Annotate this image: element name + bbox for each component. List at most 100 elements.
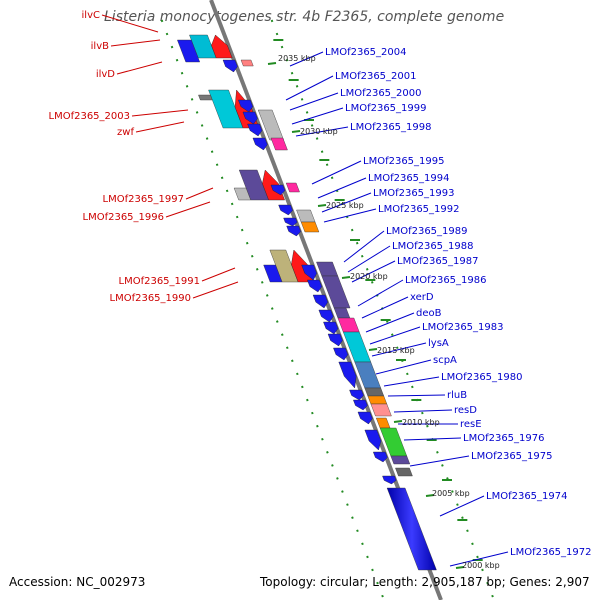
reverse-gene (318, 309, 334, 323)
right-label-leader (449, 551, 509, 567)
right-label-leader (323, 208, 377, 223)
right-gene-label: xerD (410, 292, 434, 303)
reverse-gene (386, 487, 437, 571)
reverse-gene (375, 417, 391, 429)
right-label-leader (291, 107, 344, 125)
right-gene-label: LMOf2365_1987 (397, 256, 479, 267)
reverse-gene (338, 361, 357, 389)
tick-marks (160, 19, 495, 600)
forward-gene (177, 39, 201, 63)
left-gene-label: ilvC (82, 10, 100, 21)
right-label-leader (387, 394, 446, 397)
reverse-gene (242, 111, 258, 125)
left-label-leader (135, 121, 185, 133)
reverse-gene (278, 204, 293, 216)
topology-label: Topology: circular; Length: 2,905,187 bp… (260, 575, 590, 589)
right-label-leader (317, 177, 367, 199)
reverse-gene (300, 221, 320, 233)
left-gene-label: zwf (117, 127, 134, 138)
right-label-leader (321, 192, 372, 213)
right-label-leader (285, 75, 334, 101)
reverse-gene (364, 387, 385, 397)
scale-tick (368, 348, 378, 351)
gene-labels: ilvCilvBilvDLMOf2365_2003zwfLMOf2365_199… (49, 10, 592, 558)
right-label-leader (343, 230, 385, 263)
right-gene-label: LMOf2365_1995 (363, 156, 445, 167)
reverse-gene (307, 279, 323, 293)
reverse-gene (222, 59, 238, 73)
left-gene-label: LMOf2365_2003 (49, 111, 131, 122)
right-label-leader (403, 437, 462, 441)
reverse-gene (247, 123, 263, 137)
right-gene-label: LMOf2365_1993 (373, 188, 455, 199)
right-label-leader (361, 296, 409, 319)
right-gene-label: deoB (416, 308, 442, 319)
left-label-leader (110, 39, 161, 47)
scale-tick (291, 130, 301, 133)
reverse-gene (283, 217, 298, 227)
scale-label: 2005 kbp (432, 489, 470, 498)
right-label-leader (295, 126, 349, 137)
right-gene-label: LMOf2365_1986 (405, 275, 487, 286)
right-gene-label: LMOf2365_2001 (335, 71, 417, 82)
right-label-leader (311, 160, 362, 185)
left-label-leader (131, 109, 189, 117)
right-label-leader (371, 342, 427, 357)
right-label-leader (393, 409, 453, 413)
scale-label: 2000 kbp (462, 561, 500, 570)
right-label-leader (357, 279, 404, 307)
reverse-gene (372, 451, 388, 463)
scale-tick (341, 276, 351, 279)
left-gene-label: ilvB (91, 41, 109, 52)
reverse-gene (333, 307, 351, 319)
right-gene-label: resD (454, 405, 477, 416)
right-label-leader (365, 312, 415, 333)
left-gene-label: LMOf2365_1997 (103, 194, 185, 205)
scale-tick (317, 204, 327, 207)
scale-label: 2030 kbp (300, 127, 338, 136)
forward-gene (211, 34, 233, 59)
right-gene-label: lysA (428, 338, 449, 349)
left-gene-label: LMOf2365_1991 (119, 276, 201, 287)
left-label-leader (185, 187, 214, 200)
reverse-gene (286, 225, 301, 237)
right-gene-label: resE (460, 419, 482, 430)
scale-tick (267, 62, 277, 65)
left-gene-label: LMOf2365_1996 (83, 212, 165, 223)
right-label-leader (383, 376, 440, 387)
right-label-leader (375, 359, 432, 375)
right-gene-label: LMOf2365_1989 (386, 226, 468, 237)
right-gene-label: LMOf2365_1976 (463, 433, 545, 444)
reverse-gene (364, 429, 382, 451)
right-gene-label: LMOf2365_1994 (368, 173, 450, 184)
right-label-leader (347, 245, 391, 273)
scale-tick (455, 566, 465, 569)
reverse-gene (301, 264, 317, 281)
reverse-gene (238, 99, 254, 113)
right-gene-label: LMOf2365_1998 (350, 122, 432, 133)
scale-tick (393, 420, 403, 423)
left-label-leader (165, 201, 211, 218)
left-label-leader (116, 61, 163, 75)
reverse-gene (395, 467, 413, 477)
genes (177, 34, 437, 571)
reverse-gene (357, 411, 373, 425)
scale-tick (425, 494, 435, 497)
right-gene-label: LMOf2365_2004 (325, 47, 407, 58)
accession-label: Accession: NC_002973 (9, 575, 146, 589)
scale-label: 2025 kbp (326, 201, 364, 210)
right-gene-label: scpA (433, 355, 457, 366)
right-gene-label: LMOf2365_1992 (378, 204, 460, 215)
scale-label: 2035 kbp (278, 54, 316, 63)
right-label-leader (439, 495, 485, 517)
right-label-leader (351, 260, 396, 283)
left-label-leader (101, 14, 159, 33)
left-gene-label: LMOf2365_1990 (110, 293, 192, 304)
reverse-gene (327, 333, 343, 347)
left-label-leader (201, 267, 236, 282)
forward-gene (233, 187, 251, 201)
scale-label: 2020 kbp (350, 272, 388, 281)
reverse-gene (367, 395, 388, 405)
reverse-gene (252, 137, 268, 151)
